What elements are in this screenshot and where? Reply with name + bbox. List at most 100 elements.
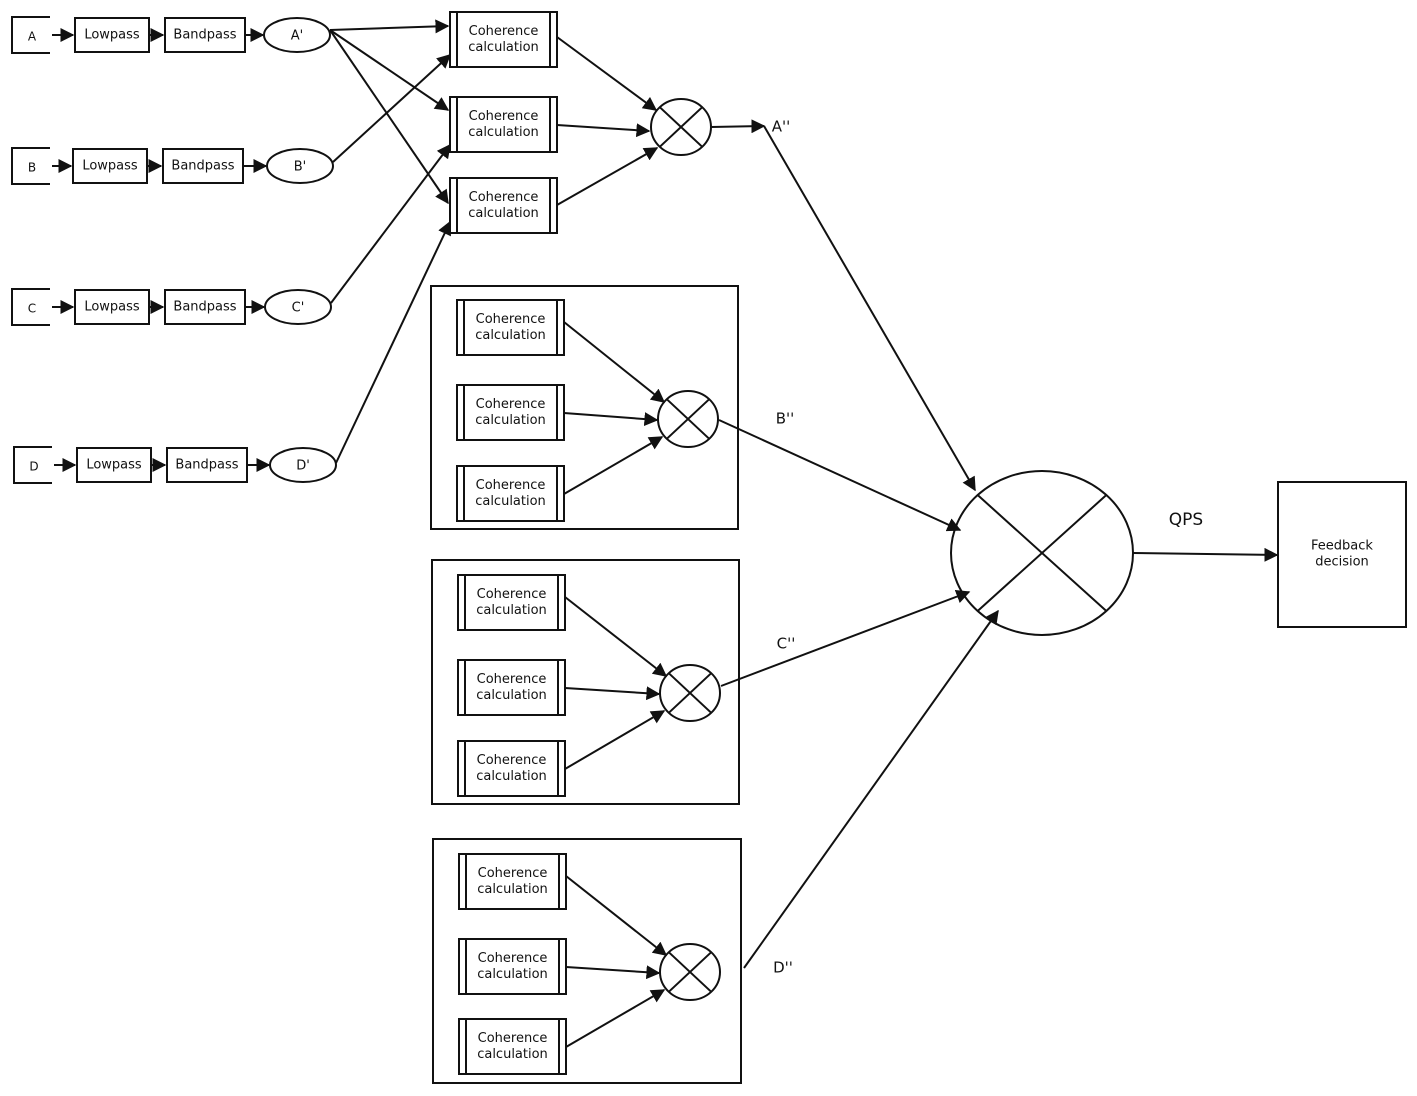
coherence-block-d-0 <box>458 853 567 910</box>
arrow-coh-c1-mult <box>564 686 661 701</box>
arrow-coh-d2-mult <box>565 989 666 1048</box>
source-bracket-1 <box>11 147 50 185</box>
coherence-block-c-2-label-1: Coherence <box>477 753 547 768</box>
filtered-output-3 <box>269 447 337 483</box>
multiplier-b-cross-2 <box>666 398 710 440</box>
coherence-block-b-2-label-2: calculation <box>475 494 546 509</box>
coherence-block-a-2-label-2: calculation <box>468 206 539 221</box>
feedback-label-1: Feedback <box>1311 539 1373 554</box>
coherence-block-b-2-label-1: Coherence <box>476 478 546 493</box>
filtered-output-1 <box>266 148 334 184</box>
bandpass-box-3 <box>166 447 248 483</box>
coherence-block-c-1-label-2: calculation <box>476 688 547 703</box>
source-label-1: B <box>28 161 36 175</box>
coherence-block-d-2-label-1: Coherence <box>478 1031 548 1046</box>
coherence-block-a-0-label-1: Coherence <box>469 24 539 39</box>
coherence-block-d-1 <box>458 938 567 995</box>
arrow-a-to-coh-a2 <box>329 29 449 205</box>
filtered-output-2 <box>264 289 332 325</box>
filtered-output-label-0: A' <box>291 29 303 44</box>
coherence-block-a-2-label-1: Coherence <box>469 190 539 205</box>
coherence-block-c-0 <box>457 574 566 631</box>
coherence-block-d-0-label-2: calculation <box>477 882 548 897</box>
coherence-block-b-0 <box>456 299 565 356</box>
arrow-coh-b2-mult <box>563 436 664 495</box>
qps-label: QPS <box>1169 510 1203 530</box>
bandpass-label-0: Bandpass <box>173 28 236 43</box>
arrow-qps <box>1132 547 1279 562</box>
group-output-label-2: C'' <box>777 635 796 653</box>
group-output-label-3: D'' <box>773 959 793 977</box>
coherence-block-d-1-label-2: calculation <box>477 967 548 982</box>
arrow-coh-b1-mult <box>563 412 659 427</box>
coherence-block-c-0-label-2: calculation <box>476 603 547 618</box>
arrow-coh-a0-mult <box>556 36 658 111</box>
arrow-coh-a2-mult <box>556 147 659 206</box>
multiplier-a-cross-2 <box>659 106 703 148</box>
arrow-coh-c0-mult <box>564 596 668 677</box>
group-output-label-0: A'' <box>772 118 791 136</box>
coherence-block-c-2-label-2: calculation <box>476 769 547 784</box>
source-label-2: C <box>28 302 36 316</box>
lowpass-label-3: Lowpass <box>86 458 142 473</box>
coherence-block-c-0-label-1: Coherence <box>477 587 547 602</box>
bandpass-box-1 <box>162 148 244 184</box>
coherence-block-d-1-label-1: Coherence <box>478 951 548 966</box>
coherence-block-d-2 <box>458 1018 567 1075</box>
multiplier-final-cross-2 <box>976 494 1108 612</box>
arrow-b-final <box>718 419 962 532</box>
source-bracket-0 <box>11 16 50 54</box>
group-output-label-1: B'' <box>776 410 795 428</box>
lowpass-label-1: Lowpass <box>82 159 138 174</box>
arrow-d-to-coh-a2 <box>335 220 451 464</box>
arrow-coh-c2-mult <box>564 710 666 770</box>
arrow-coh-a1-mult <box>556 123 651 138</box>
arrow-mult-a-out <box>710 119 766 134</box>
coherence-block-b-1-label-1: Coherence <box>476 397 546 412</box>
lowpass-label-0: Lowpass <box>84 28 140 43</box>
arrow-b-to-coh-a0 <box>332 54 452 163</box>
arrow-c-to-coh-a1 <box>330 143 451 304</box>
source-bracket-2 <box>11 288 50 326</box>
coherence-block-a-2 <box>449 177 558 234</box>
lowpass-box-1 <box>72 148 148 184</box>
coherence-block-b-0-label-2: calculation <box>475 328 546 343</box>
arrow-a-to-coh-a0 <box>329 19 450 34</box>
source-bracket-3 <box>13 446 52 484</box>
coherence-block-d-2-label-2: calculation <box>477 1047 548 1062</box>
coherence-block-a-1-label-1: Coherence <box>469 109 539 124</box>
arrow-a-to-coh-a1 <box>329 29 450 111</box>
arrow-coh-d0-mult <box>565 875 668 956</box>
filtered-output-label-1: B' <box>294 160 307 175</box>
coherence-block-b-1 <box>456 384 565 441</box>
lowpass-box-3 <box>76 447 152 483</box>
filtered-output-label-3: D' <box>296 459 310 474</box>
multiplier-c-cross-2 <box>668 672 712 714</box>
feedback-label-2: decision <box>1315 555 1369 570</box>
bandpass-label-2: Bandpass <box>173 300 236 315</box>
coherence-block-c-1 <box>457 659 566 716</box>
source-label-3: D <box>29 460 38 474</box>
lowpass-box-2 <box>74 289 150 325</box>
arrow-d-final <box>743 609 999 969</box>
source-label-0: A <box>28 30 37 44</box>
coherence-block-a-1-label-2: calculation <box>468 125 539 140</box>
bandpass-label-3: Bandpass <box>175 458 238 473</box>
coherence-block-d-0-label-1: Coherence <box>478 866 548 881</box>
bandpass-box-0 <box>164 17 246 53</box>
coherence-block-a-1 <box>449 96 558 153</box>
feedback-decision-box <box>1277 481 1407 628</box>
coherence-block-a-0-label-2: calculation <box>468 40 539 55</box>
bandpass-label-1: Bandpass <box>171 159 234 174</box>
coherence-block-b-0-label-1: Coherence <box>476 312 546 327</box>
arrow-coh-d1-mult <box>565 965 661 980</box>
arrow-a-final <box>763 125 976 492</box>
filtered-output-0 <box>263 17 331 53</box>
multiplier-d-cross-2 <box>668 951 712 993</box>
coherence-block-b-2 <box>456 465 565 522</box>
coherence-block-a-0 <box>449 11 558 68</box>
filtered-output-label-2: C' <box>292 301 305 316</box>
coherence-block-b-1-label-2: calculation <box>475 413 546 428</box>
coherence-block-c-1-label-1: Coherence <box>477 672 547 687</box>
